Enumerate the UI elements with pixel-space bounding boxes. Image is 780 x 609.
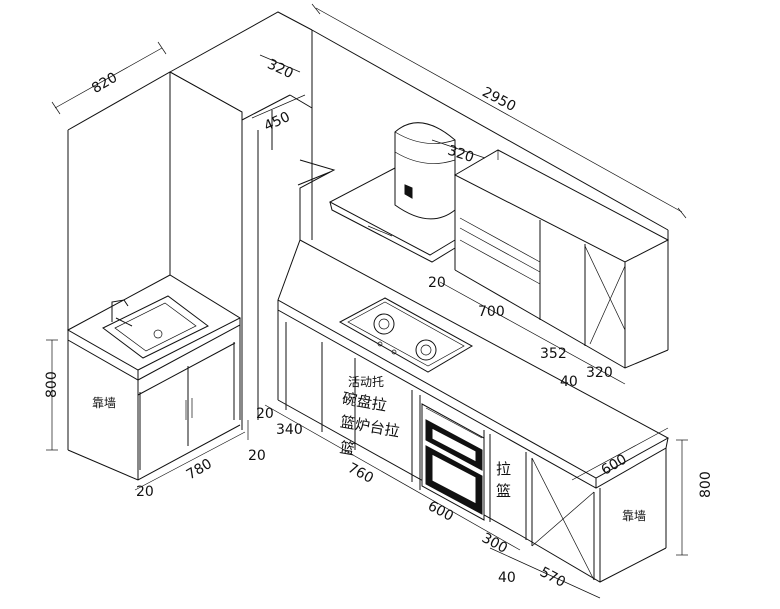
dim-20-left-a: 20	[256, 406, 274, 422]
dim-800-left: 800	[44, 371, 60, 398]
label-wall-right: 靠墙	[622, 509, 646, 523]
label-bowl-rack-2: 篮炉台拉	[339, 413, 401, 441]
upper-cabinets	[453, 149, 670, 369]
dimension-lines	[46, 3, 688, 599]
dim-40-mid: 40	[560, 374, 578, 390]
dim-320-top: 320	[265, 56, 296, 82]
label-pull-basket: 篮	[496, 482, 511, 500]
dim-40-bottom: 40	[498, 570, 516, 586]
dim-320-hood: 320	[445, 143, 475, 166]
dim-450: 450	[262, 109, 293, 135]
label-pull: 拉	[496, 460, 511, 478]
dim-800-right: 800	[698, 471, 714, 498]
dim-2950: 2950	[479, 84, 518, 115]
sink-cabinet	[66, 274, 242, 481]
dim-700: 700	[478, 304, 505, 320]
dim-352: 352	[540, 346, 567, 362]
dim-570: 570	[537, 564, 568, 591]
range-hood	[328, 122, 456, 263]
dim-20-left-c: 20	[136, 484, 154, 500]
dim-20-hood: 20	[428, 275, 446, 291]
dim-20-left-b: 20	[248, 448, 266, 464]
label-shelf: 活动托	[348, 375, 384, 389]
label-basket: 篮	[338, 438, 356, 458]
dim-780: 780	[184, 456, 215, 483]
dim-300: 300	[479, 530, 510, 557]
tall-column	[67, 71, 313, 430]
dim-340: 340	[276, 422, 303, 438]
dim-760: 760	[345, 460, 376, 487]
base-run	[277, 239, 670, 583]
dim-320-right: 320	[586, 365, 613, 381]
label-bowl-rack: 碗盘拉	[341, 389, 388, 415]
label-wall-left: 靠墙	[92, 396, 116, 410]
